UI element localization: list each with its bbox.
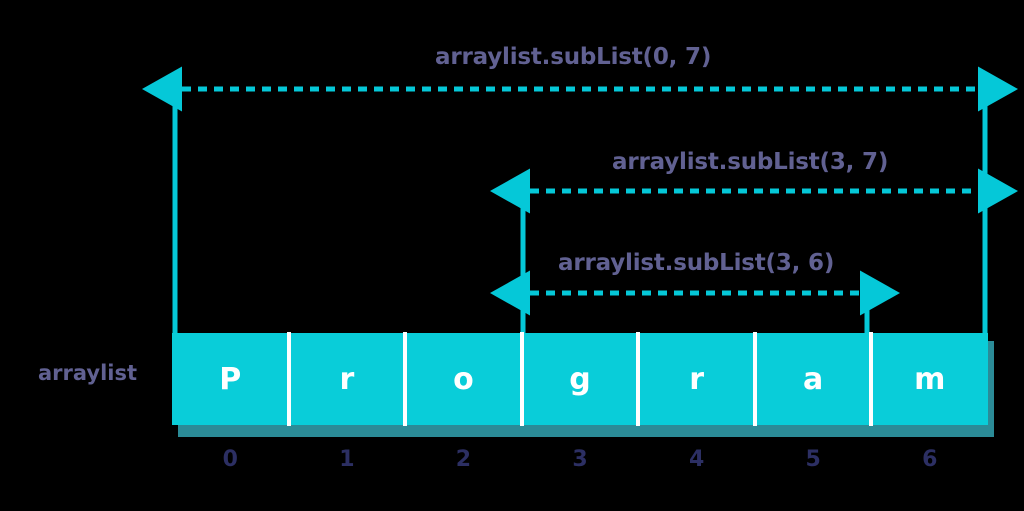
list-item[interactable]: g [519,332,639,426]
list-item[interactable]: a [752,332,872,426]
index-label: 3 [572,447,588,472]
cell-value: g [569,361,591,397]
cell-value: P [219,361,242,397]
list-item[interactable]: m [869,332,988,426]
bracket-sublist-3-6 [490,270,900,336]
cell-value: r [339,361,355,397]
index-label: 5 [805,447,821,472]
cell-value: o [453,361,474,397]
list-item[interactable]: r [286,332,406,426]
cell-value: a [803,361,824,397]
index-label: 2 [455,447,472,472]
bracket-sublist-3-7 [490,168,1018,336]
index-label: 6 [922,447,938,472]
arraylist-label: arraylist [38,361,138,385]
index-label: 1 [339,447,355,472]
list-item[interactable]: o [403,332,522,426]
index-label: 0 [222,447,238,472]
index-row: 0 1 2 3 4 5 6 [172,447,988,477]
arraylist-cells: P r o g r a m [172,332,988,426]
index-label: 4 [688,447,705,472]
cell-value: r [689,361,704,397]
bracket-sublist-0-7 [142,66,1018,336]
list-item[interactable]: P [172,333,289,425]
list-item[interactable]: r [636,332,755,426]
cell-value: m [914,361,946,397]
range-label-sublist-0-7: arraylist.subList(0, 7) [435,44,712,70]
